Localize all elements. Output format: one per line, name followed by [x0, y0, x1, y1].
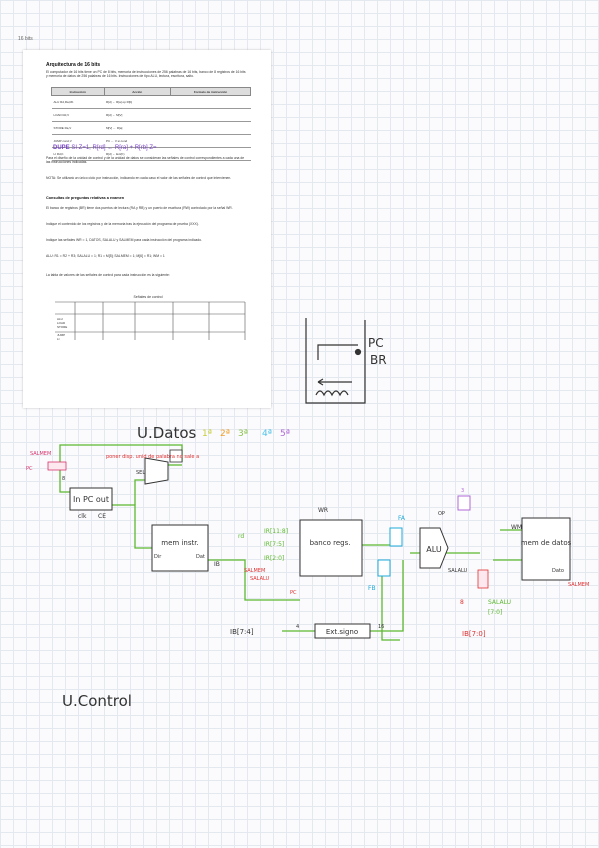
ucontrol-title: U.Control [62, 692, 132, 710]
adder-constant [169, 449, 183, 463]
signals-row: LOAD [57, 321, 66, 325]
dir-label: Dir [154, 554, 162, 560]
wm-label: WM [511, 524, 522, 531]
table-header: Formato de instrucción [169, 87, 252, 96]
fa-label: FA [398, 515, 406, 522]
bus-width: 8 [62, 476, 65, 482]
instruction-table: Instrucción Acción Formato de instrucció… [51, 87, 252, 161]
salmem-out: SALMEM [568, 582, 589, 588]
dupe-note: DUPE SI Z=1, R[rd] ← R[ra] + R[rb] Z= [53, 145, 157, 151]
data-mux [477, 569, 489, 589]
fb-mux [377, 559, 391, 577]
green-wires [59, 444, 522, 641]
op-box [457, 495, 471, 511]
fa-mux [389, 527, 403, 547]
alu [419, 527, 449, 569]
sketch-br: BR [370, 353, 387, 367]
fb-label: FB [368, 585, 376, 592]
memdat-label: mem de datos [521, 539, 572, 547]
table-header: Acción [103, 87, 171, 96]
clk-label: clk [78, 513, 87, 520]
cycle-label: 5ª [280, 429, 290, 439]
sheet-subheading: Consultas de preguntas relativas a exame… [46, 196, 125, 200]
sel-label: SEL [136, 470, 145, 476]
signals-table: Señales de control ALU LOAD STORE JUMP L… [55, 295, 246, 341]
salalu-label: SALALU [448, 568, 468, 574]
instruction-memory [151, 524, 209, 572]
sheet-paragraph: Para el diseño de la unidad de control y… [46, 156, 245, 165]
dat-label: Dat [196, 554, 205, 560]
meminst-label: mem instr. [161, 539, 198, 547]
ib-74-label: IB[7:4] [230, 628, 254, 636]
mux-pc-label: PC [26, 466, 33, 472]
cycle-label: 4ª [262, 429, 272, 439]
data-memory [521, 517, 571, 581]
salmem-label: SALMEM [30, 451, 51, 457]
ext-label: Ext.signo [326, 628, 358, 636]
sheet-paragraph: Indique las señales WR = 1, DATOS, SALAL… [46, 238, 203, 242]
pc-block-label: In PC out [73, 495, 109, 504]
sheet-intro: El computador de 16 bits tiene un PC de … [46, 70, 246, 79]
signals-row: ALU [57, 317, 63, 321]
rd-ir-label: IR[11:8] [264, 528, 288, 535]
pc-control: PC [290, 590, 297, 596]
sheet-paragraph: El banco de registros (BR) tiene dos pue… [46, 206, 233, 210]
udatos-title: U.Datos [137, 424, 197, 442]
width-8: 8 [460, 599, 464, 606]
signals-row: JUMP [57, 333, 65, 337]
sheet-title: Arquitectura de 16 bits [46, 62, 101, 68]
salalu-control: SALALU [250, 576, 270, 582]
rd-label: rd [238, 533, 244, 540]
salmem-control: SALMEM [244, 568, 265, 574]
sign-extender [314, 623, 371, 639]
op-bus-label: 3 [461, 488, 464, 494]
sheet-paragraph: NOTA: Se utilizará un único ciclo por in… [46, 176, 232, 180]
ce-label: CE [98, 513, 106, 520]
sheet-paragraph: ALU: R1 = R2 + R3; SALALU = 1; R1 = M[5]… [46, 254, 165, 258]
reference-sheet: Arquitectura de 16 bits El computador de… [23, 50, 271, 408]
signals-row: LI [57, 337, 60, 341]
cycle-label: 2ª [220, 429, 230, 439]
bus-70: [7:0] [488, 609, 502, 616]
width-16: 16 [378, 624, 384, 630]
red-note: poner disp. unid de palabra no sale a [106, 454, 199, 460]
ra-ir-label: IR[7:5] [264, 541, 284, 548]
sketch-pc: PC [368, 336, 384, 350]
rb-ir-label: IR[2:0] [264, 555, 284, 562]
register-bank [299, 519, 363, 577]
adder [144, 457, 169, 485]
pc-register [69, 487, 113, 511]
ib-label: IB [214, 561, 220, 568]
ib-70-label: IB[7:0] [462, 630, 486, 638]
signals-row: STORE [57, 325, 67, 329]
alu-label: ALU [426, 545, 442, 554]
sheet-paragraph: Indique el contenido de los registros y … [46, 222, 199, 226]
banco-label: banco regs. [310, 539, 351, 547]
pc-br-sketch [305, 318, 366, 404]
sheet-paragraph: La tabla de valores de las señales de co… [46, 273, 170, 277]
cycle-label: 3ª [238, 429, 248, 439]
salalu-bus: SALALU [488, 599, 511, 606]
page-label: 16 bits [18, 36, 33, 42]
width-4: 4 [296, 624, 299, 630]
wr-label: WR [318, 507, 328, 514]
op-label: OP [438, 511, 445, 517]
input-mux [47, 461, 67, 471]
cycle-label: 1ª [202, 429, 212, 439]
signals-header: Señales de control [134, 295, 163, 299]
dout-label: Dato [552, 568, 564, 574]
